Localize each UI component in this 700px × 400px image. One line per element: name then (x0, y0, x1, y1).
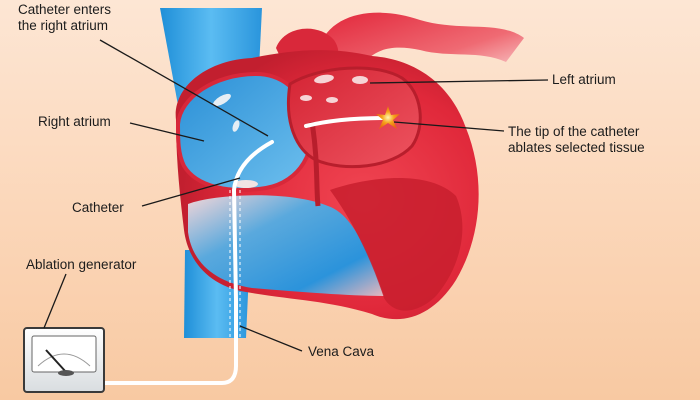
label-catheter-enters: Catheter enters the right atrium (18, 2, 111, 34)
label-catheter: Catheter (72, 200, 124, 215)
catheter-tube (102, 140, 274, 385)
leader-vena-cava (239, 325, 303, 352)
septum (309, 121, 321, 207)
label-vena-cava: Vena Cava (308, 344, 375, 359)
label-ablation-generator: Ablation generator (26, 257, 137, 272)
catheter-dashed-inside (229, 190, 241, 340)
left-ventricle (330, 178, 463, 311)
leader-catheter-tip (393, 121, 505, 132)
meter-needle (45, 349, 67, 373)
leader-catheter (141, 177, 241, 207)
leader-catheter-enters (99, 39, 269, 137)
label-catheter-enters-line1: Catheter enters (18, 2, 112, 17)
label-catheter-enters-line2: the right atrium (18, 18, 109, 33)
label-left-atrium: Left atrium (552, 72, 616, 87)
aorta (318, 12, 524, 82)
vessel-opening (326, 97, 338, 103)
label-catheter-tip-line2: ablates selected tissue (508, 140, 645, 155)
label-catheter-tip-line1: The tip of the catheter (508, 124, 640, 139)
vessel-opening (314, 74, 334, 84)
vessel-opening (232, 120, 240, 132)
leader-left-atrium (369, 79, 549, 84)
ablation-spark-icon (376, 106, 400, 129)
label-catheter-tip: The tip of the catheter ablates selected… (508, 124, 645, 156)
label-right-atrium: Right atrium (38, 114, 111, 129)
vessel-opening (352, 76, 368, 84)
catheter-to-left-atrium (304, 116, 388, 128)
vessel-opening (213, 93, 231, 107)
leader-right-atrium (129, 122, 205, 142)
vessel-opening (234, 180, 258, 188)
ablation-generator-device (23, 327, 105, 393)
leader-ablation-generator (43, 273, 67, 329)
vessel-opening (300, 95, 312, 101)
